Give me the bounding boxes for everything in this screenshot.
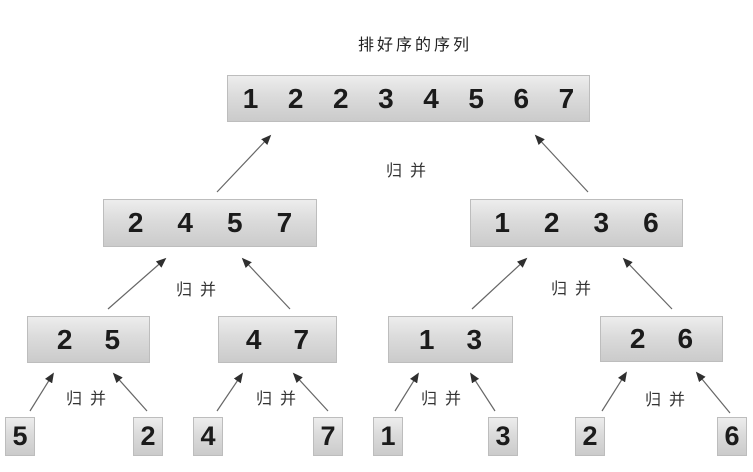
merge-arrow [241, 257, 291, 310]
array-box-single: 4 [193, 417, 223, 456]
array-value: 5 [12, 421, 28, 451]
merge-arrow [601, 371, 627, 412]
merge-arrow [29, 372, 54, 412]
array-box-pair: 2 5 [27, 316, 150, 363]
array-box-pair: 1 3 [388, 316, 513, 363]
array-value: 7 [276, 207, 293, 238]
merge-arrow [695, 371, 731, 414]
array-box-single: 2 [133, 417, 163, 456]
array-value: 6 [513, 82, 530, 114]
array-value: 7 [558, 82, 575, 114]
array-value: 3 [593, 207, 610, 238]
array-value: 2 [127, 207, 144, 238]
array-value: 7 [293, 323, 310, 355]
array-value: 2 [140, 421, 156, 451]
array-box-single: 7 [313, 417, 343, 456]
array-box-merged-left: 2 4 5 7 [103, 199, 317, 247]
array-value: 6 [677, 323, 694, 354]
array-value: 1 [242, 82, 259, 114]
array-value: 1 [418, 323, 435, 355]
merge-step-label: 归并 [421, 391, 470, 408]
array-box-single: 3 [488, 417, 518, 456]
merge-arrow [107, 257, 167, 310]
array-box-pair: 2 6 [600, 316, 723, 362]
merge-step-label: 归并 [66, 391, 115, 408]
array-box-merged-right: 1 2 3 6 [470, 199, 683, 247]
array-value: 5 [227, 207, 243, 238]
array-value: 3 [495, 421, 511, 451]
array-box-single: 6 [717, 417, 747, 456]
array-value: 3 [466, 323, 483, 355]
diagram-title: 排好序的序列 [358, 37, 473, 54]
merge-step-label: 归并 [256, 391, 305, 408]
array-value: 6 [724, 421, 740, 451]
merge-arrow [216, 134, 272, 193]
array-value: 4 [245, 323, 262, 355]
merge-arrow [216, 372, 244, 412]
array-value: 2 [333, 82, 349, 114]
array-value: 7 [320, 421, 336, 451]
array-value: 2 [543, 207, 560, 238]
array-value: 2 [56, 323, 73, 355]
array-box-pair: 4 7 [218, 316, 337, 363]
array-value: 6 [643, 207, 659, 238]
array-value: 4 [423, 82, 439, 114]
array-box-sorted: 1 2 2 3 4 5 6 7 [227, 75, 590, 122]
array-value: 4 [177, 207, 193, 238]
array-value: 5 [468, 82, 484, 114]
array-value: 1 [380, 421, 396, 451]
merge-step-label: 归并 [645, 392, 694, 409]
merge-arrow [471, 257, 528, 310]
array-value: 4 [200, 421, 216, 451]
array-value: 2 [287, 82, 304, 114]
array-value: 3 [378, 82, 394, 114]
merge-arrow [470, 372, 496, 412]
merge-arrow [534, 134, 589, 193]
merge-step-label: 归并 [386, 163, 435, 180]
array-box-single: 2 [575, 417, 605, 456]
array-value: 1 [494, 207, 510, 238]
merge-step-label: 归并 [176, 282, 225, 299]
array-box-single: 1 [373, 417, 403, 456]
array-box-single: 5 [5, 417, 35, 456]
merge-arrow [622, 257, 673, 310]
array-value: 2 [582, 421, 598, 451]
array-value: 2 [629, 323, 646, 354]
array-value: 5 [104, 323, 121, 355]
merge-arrow [112, 372, 148, 412]
merge-arrow [394, 372, 419, 412]
merge-step-label: 归并 [551, 281, 600, 298]
